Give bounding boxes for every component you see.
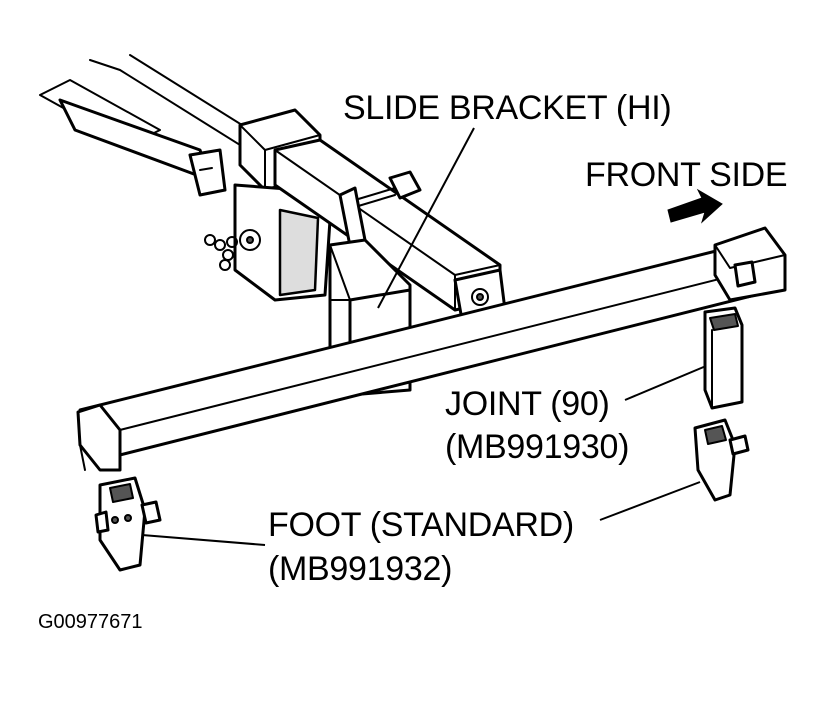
- joint-part: [703, 306, 744, 410]
- foot-right: [693, 418, 750, 502]
- label-foot: FOOT (STANDARD): [268, 506, 574, 544]
- foot-left: [94, 476, 162, 572]
- leader-joint: [624, 365, 707, 401]
- label-slide-bracket: SLIDE BRACKET (HI): [343, 89, 672, 127]
- rear-rail-left: [39, 79, 227, 197]
- label-foot-part-number: (MB991932): [268, 550, 453, 588]
- label-front-side: FRONT SIDE: [585, 156, 788, 194]
- label-joint: JOINT (90): [445, 385, 610, 423]
- label-joint-part-number: (MB991930): [445, 428, 630, 466]
- leader-foot-right: [599, 481, 701, 521]
- chain: [204, 234, 238, 271]
- end-cap: [713, 226, 787, 302]
- diagonal-arm: [273, 138, 507, 322]
- figure-code: G00977671: [38, 611, 143, 633]
- leader-foot-left: [141, 534, 266, 546]
- leader-slide-bracket: [377, 127, 475, 309]
- arrow-right-icon: [667, 188, 723, 224]
- mount-plate: [233, 183, 332, 302]
